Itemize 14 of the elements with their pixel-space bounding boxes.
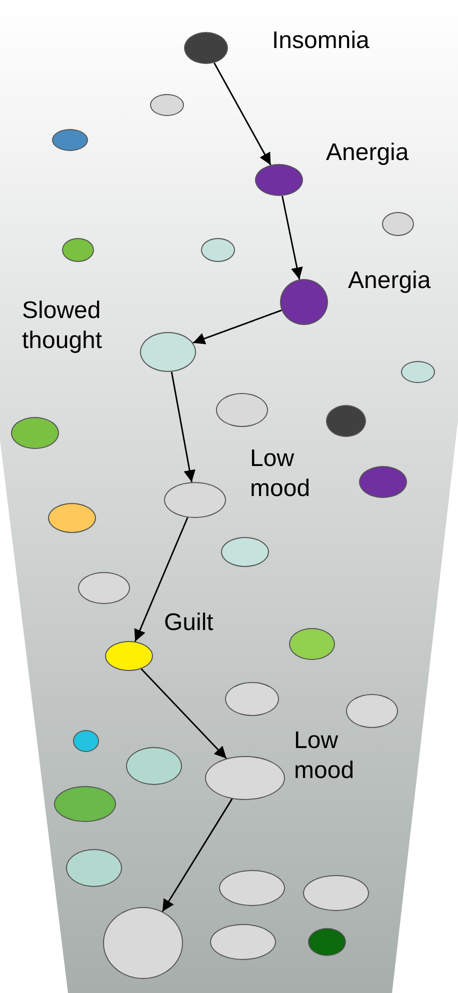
- arrow: [140, 668, 227, 760]
- node-label: Slowed thought: [22, 296, 104, 356]
- arrow: [282, 196, 303, 280]
- node-label: Anergia: [348, 266, 432, 296]
- arrow: [162, 798, 233, 912]
- node-label: Insomnia: [272, 26, 370, 56]
- arrow: [134, 517, 188, 642]
- node-label: Low mood: [250, 444, 312, 504]
- node-label: Anergia: [326, 138, 410, 168]
- arrow: [214, 62, 272, 166]
- arrow: [192, 310, 282, 344]
- arrow: [170, 372, 196, 482]
- node-label: Low mood: [294, 726, 356, 786]
- node-label: Guilt: [164, 608, 214, 638]
